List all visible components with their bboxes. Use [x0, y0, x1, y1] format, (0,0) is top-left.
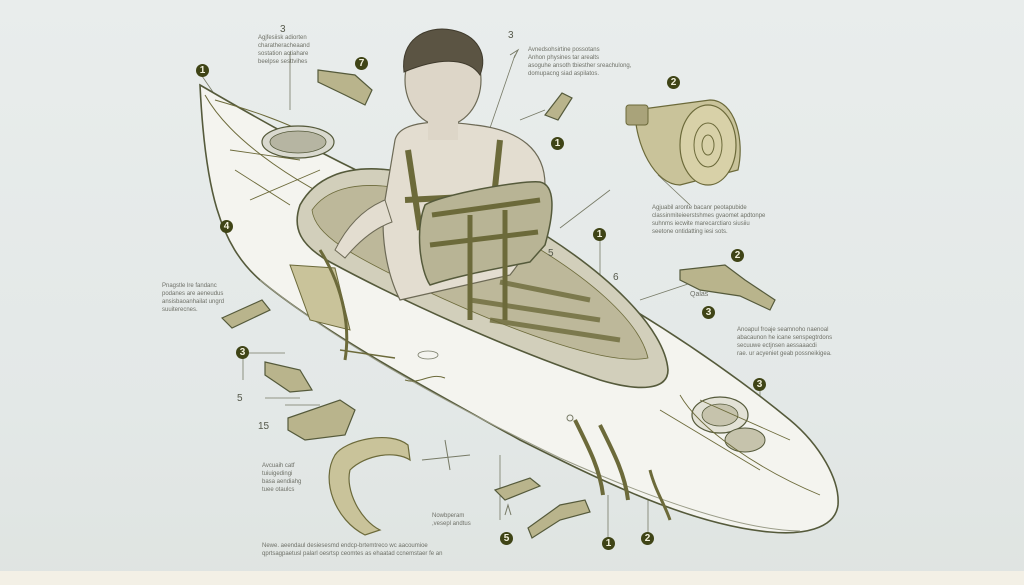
strap-clip: [328, 437, 411, 536]
callout-badge: 5: [500, 532, 513, 545]
callout-badge: 1: [196, 64, 209, 77]
callout-number: 6: [613, 272, 619, 283]
callout-badge: 7: [355, 57, 368, 70]
annotation-top-left: Agjfesiisk adiorten charatheracheaand so…: [258, 35, 310, 65]
callout-badge: 2: [641, 532, 654, 545]
bottom-band: [0, 571, 1024, 585]
callout-badge: 3: [236, 346, 249, 359]
seat-back: [418, 181, 553, 320]
callout-badge: 1: [593, 228, 606, 241]
annotation-bottom-wide: Newe. aeendaul desiesesmd endcp-brtemtre…: [262, 543, 443, 557]
callout-number: 3: [280, 24, 286, 35]
annotation-left-bottom: Avcuaih catf tuiuigedingi basa aendiahg …: [262, 463, 302, 493]
callout-badge: 1: [602, 537, 615, 550]
rolled-strap: [625, 99, 741, 186]
annotation-bottom-center: Nowbperam ,vesepl andtus: [432, 513, 471, 527]
callout-badge: 1: [551, 137, 564, 150]
label-quick: Qalas: [690, 291, 709, 298]
callout-number: 3: [508, 30, 514, 41]
callout-badge: 2: [731, 249, 744, 262]
arrow-marks: [421, 48, 520, 516]
callout-badge: 2: [667, 76, 680, 89]
callout-badge: 4: [220, 220, 233, 233]
callout-badge: 3: [753, 378, 766, 391]
callout-number: 5: [237, 393, 243, 404]
hardware-parts: [220, 69, 776, 539]
annotation-right-mid: Agjuabil aronte bacanr peotapubide class…: [652, 205, 766, 235]
callout-number: 5: [548, 248, 554, 259]
annotation-left-mid: Pnagstle lre fandanc podanes are aeneudu…: [162, 283, 225, 313]
callout-number: 15: [258, 421, 270, 432]
callout-badge: 3: [702, 306, 715, 319]
annotation-top-center: Avnedsohsirtine possotans Anhon physines…: [528, 47, 632, 77]
annotation-right-lower: Anoapul froaje seamnoho naenoal abacauno…: [737, 327, 833, 357]
